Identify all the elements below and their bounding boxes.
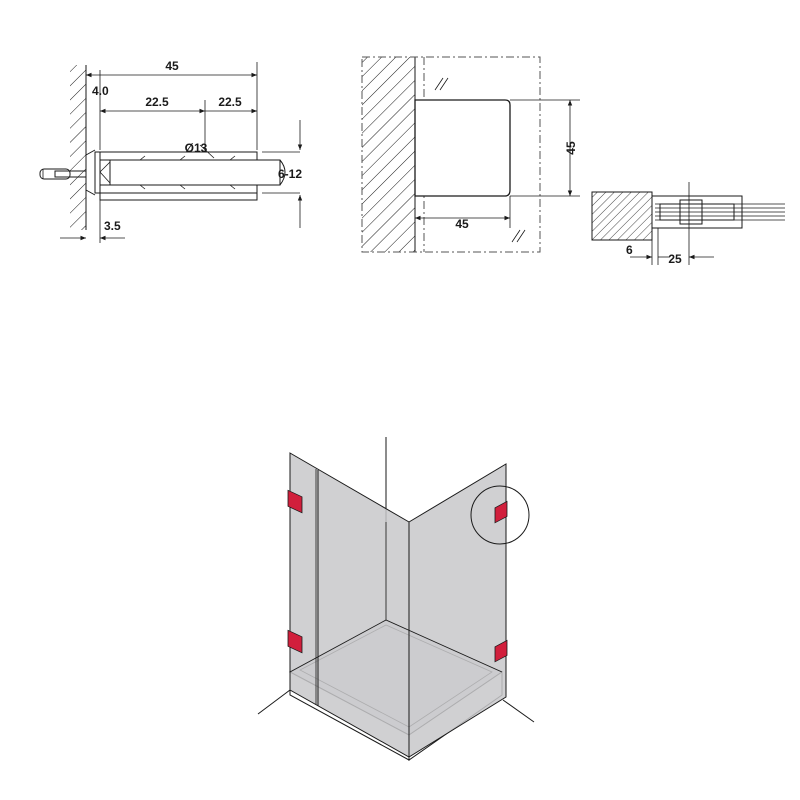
dim-left-half-label: 22.5 bbox=[145, 95, 169, 109]
glass-pane-section bbox=[109, 159, 281, 186]
dim-top-edge-label: 6 bbox=[626, 243, 633, 257]
clamp-marker-left-bottom bbox=[287, 629, 303, 654]
top-view: 6 25 bbox=[591, 182, 785, 266]
shower-enclosure-illustration bbox=[257, 437, 535, 761]
clamp-marker-right-top bbox=[494, 500, 508, 524]
detail-highlight-circle bbox=[470, 485, 530, 545]
clamp-side-profile bbox=[39, 149, 286, 201]
dim-wall-gap-label: 3.5 bbox=[104, 219, 121, 233]
dim-offset-label: 4.0 bbox=[92, 84, 109, 98]
clamp-marker-left-top bbox=[287, 489, 303, 514]
dim-glass-range-label: 6-12 bbox=[278, 167, 302, 181]
glass-panel-right bbox=[408, 463, 507, 758]
wall-section bbox=[70, 65, 86, 230]
dim-front-height-label: 45 bbox=[564, 141, 578, 155]
front-view: 45 45 bbox=[361, 56, 580, 253]
clamp-marker-right-bottom bbox=[494, 639, 508, 663]
side-view: 45 4.0 22.5 22.5 Ø13 bbox=[39, 59, 302, 243]
dim-top-depth-label: 25 bbox=[668, 252, 682, 266]
dim-diameter-label: Ø13 bbox=[185, 141, 208, 155]
wall-top-hatch bbox=[592, 192, 652, 240]
dim-overall-label: 45 bbox=[165, 59, 179, 73]
dim-front-width-label: 45 bbox=[455, 217, 469, 231]
glass-panel-left bbox=[289, 452, 410, 758]
clamp-front-body bbox=[414, 99, 511, 197]
wall-front-hatch bbox=[362, 57, 415, 252]
dim-right-half-label: 22.5 bbox=[218, 95, 242, 109]
